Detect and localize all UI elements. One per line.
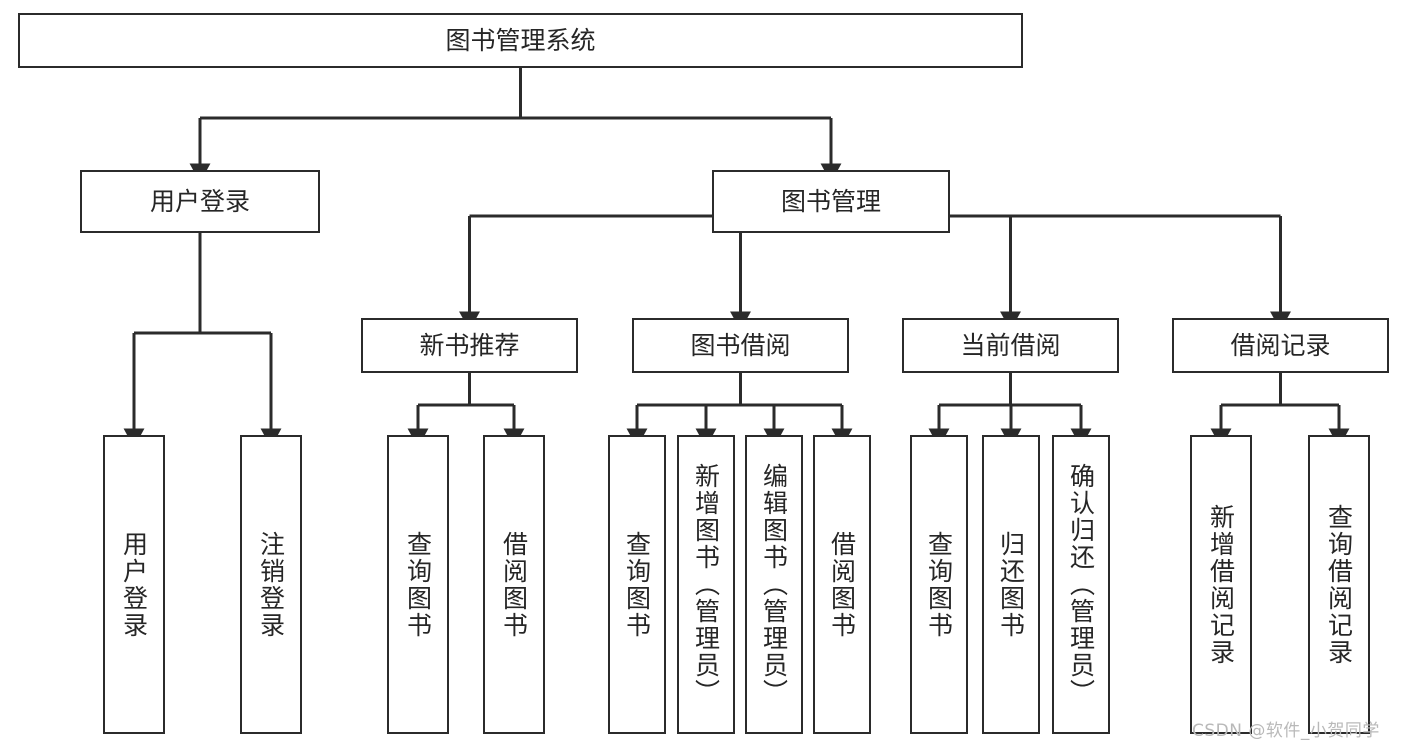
node-label: 新增图书（管理员） [691, 463, 721, 706]
node-leaf-add-rec: 新增借阅记录 [1190, 435, 1252, 734]
node-book-manage: 图书管理 [712, 170, 950, 233]
node-leaf-confirm: 确认归还（管理员） [1052, 435, 1110, 734]
node-leaf-user-login: 用户登录 [103, 435, 165, 734]
node-label: 图书管理 [780, 186, 881, 216]
node-label: 查询图书 [622, 530, 652, 639]
node-label: 查询借阅记录 [1324, 503, 1354, 666]
node-label: 查询图书 [403, 530, 433, 639]
node-root: 图书管理系统 [18, 13, 1023, 68]
node-label: 确认归还（管理员） [1066, 463, 1096, 706]
node-label: 编辑图书（管理员） [759, 463, 789, 706]
node-leaf-add-book: 新增图书（管理员） [677, 435, 735, 734]
watermark-text: CSDN @软件_小贺同学 [1192, 721, 1380, 741]
node-new-book-rec: 新书推荐 [361, 318, 578, 373]
node-label: 查询图书 [924, 530, 954, 639]
node-borrow-record: 借阅记录 [1172, 318, 1389, 373]
node-leaf-query-2: 查询图书 [608, 435, 666, 734]
node-leaf-query-1: 查询图书 [387, 435, 449, 734]
node-current-borrow: 当前借阅 [902, 318, 1119, 373]
node-label: 当前借阅 [960, 330, 1061, 360]
node-label: 图书借阅 [690, 330, 791, 360]
node-label: 图书管理系统 [445, 25, 596, 55]
node-label: 用户登录 [119, 530, 149, 639]
node-label: 新书推荐 [419, 330, 520, 360]
node-leaf-borrow-2: 借阅图书 [813, 435, 871, 734]
node-label: 归还图书 [996, 530, 1026, 639]
node-label: 借阅图书 [499, 530, 529, 639]
node-leaf-return: 归还图书 [982, 435, 1040, 734]
node-label: 注销登录 [256, 530, 286, 639]
node-leaf-borrow-1: 借阅图书 [483, 435, 545, 734]
node-user-login: 用户登录 [80, 170, 320, 233]
node-label: 借阅图书 [827, 530, 857, 639]
node-leaf-query-3: 查询图书 [910, 435, 968, 734]
node-book-borrow: 图书借阅 [632, 318, 849, 373]
node-leaf-query-rec: 查询借阅记录 [1308, 435, 1370, 734]
node-label: 新增借阅记录 [1206, 503, 1236, 666]
node-label: 借阅记录 [1230, 330, 1331, 360]
node-leaf-edit-book: 编辑图书（管理员） [745, 435, 803, 734]
node-leaf-logout: 注销登录 [240, 435, 302, 734]
node-label: 用户登录 [149, 186, 250, 216]
